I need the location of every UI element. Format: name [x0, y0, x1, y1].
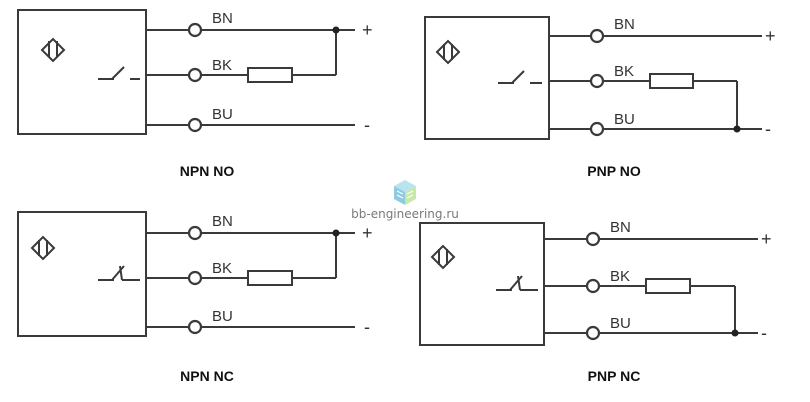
- junction-dot: [733, 125, 741, 133]
- minus-sign: -: [765, 119, 771, 139]
- switch-no-icon: [98, 66, 140, 80]
- diagram-title: PNP NC: [588, 368, 641, 384]
- junction-dot: [731, 329, 739, 337]
- terminal-bu: [187, 117, 203, 133]
- junction-dot: [332, 229, 340, 237]
- wire-label-bn: BN: [212, 213, 233, 230]
- switch-nc-icon: [98, 265, 140, 281]
- minus-sign: -: [364, 115, 370, 135]
- wire-label-bu: BU: [610, 315, 631, 332]
- wire-label-bk: BK: [614, 63, 634, 80]
- wire-label-bn: BN: [614, 16, 635, 33]
- load-resistor: [649, 73, 694, 89]
- wire-label-bk: BK: [212, 57, 232, 74]
- wire-label-bu: BU: [212, 106, 233, 123]
- load-resistor: [247, 270, 293, 286]
- terminal-bn: [187, 225, 203, 241]
- plus-sign: +: [362, 20, 373, 40]
- terminal-bk: [187, 67, 203, 83]
- terminal-bn: [585, 231, 601, 247]
- terminal-bu: [187, 319, 203, 335]
- junction-dot: [332, 26, 340, 34]
- sensor-body: [419, 222, 545, 346]
- sensor-symbol-icon: [30, 235, 56, 261]
- wire-label-bu: BU: [212, 308, 233, 325]
- minus-sign: -: [761, 323, 767, 343]
- wire-label-bk: BK: [610, 268, 630, 285]
- plus-sign: +: [765, 26, 776, 46]
- terminal-bu: [585, 325, 601, 341]
- sensor-body: [17, 9, 147, 135]
- sensor-symbol-icon: [430, 244, 456, 270]
- terminal-bk: [589, 73, 605, 89]
- watermark: bb-engineering.ru: [351, 180, 459, 221]
- sensor-symbol-icon: [40, 37, 66, 63]
- diagram-npn-no: BN BK BU + - NPN NO: [17, 9, 373, 179]
- sensor-body: [424, 16, 550, 140]
- terminal-bk: [187, 270, 203, 286]
- cube-logo-icon: [394, 180, 416, 205]
- wire-label-bk: BK: [212, 260, 232, 277]
- sensor-symbol-icon: [435, 39, 461, 65]
- diagram-title: PNP NO: [587, 163, 641, 179]
- load-resistor: [645, 278, 691, 294]
- terminal-bk: [585, 278, 601, 294]
- terminal-bn: [187, 22, 203, 38]
- sensor-body: [17, 211, 147, 337]
- wire-label-bn: BN: [212, 10, 233, 27]
- diagram-title: NPN NC: [180, 368, 234, 384]
- load-resistor: [247, 67, 293, 83]
- wire-label-bu: BU: [614, 111, 635, 128]
- diagram-title: NPN NO: [180, 163, 235, 179]
- diagram-pnp-no: BN BK BU + - PNP NO: [424, 16, 776, 179]
- diagram-pnp-nc: BN BK BU + - PNP NC: [419, 219, 772, 384]
- plus-sign: +: [362, 223, 373, 243]
- minus-sign: -: [364, 317, 370, 337]
- wire-label-bn: BN: [610, 219, 631, 236]
- terminal-bu: [589, 121, 605, 137]
- switch-no-icon: [498, 70, 542, 84]
- diagram-npn-nc: BN BK BU + - NPN NC: [17, 211, 373, 384]
- switch-nc-icon: [496, 275, 538, 291]
- terminal-bn: [589, 28, 605, 44]
- plus-sign: +: [761, 229, 772, 249]
- watermark-text: bb-engineering.ru: [351, 207, 459, 221]
